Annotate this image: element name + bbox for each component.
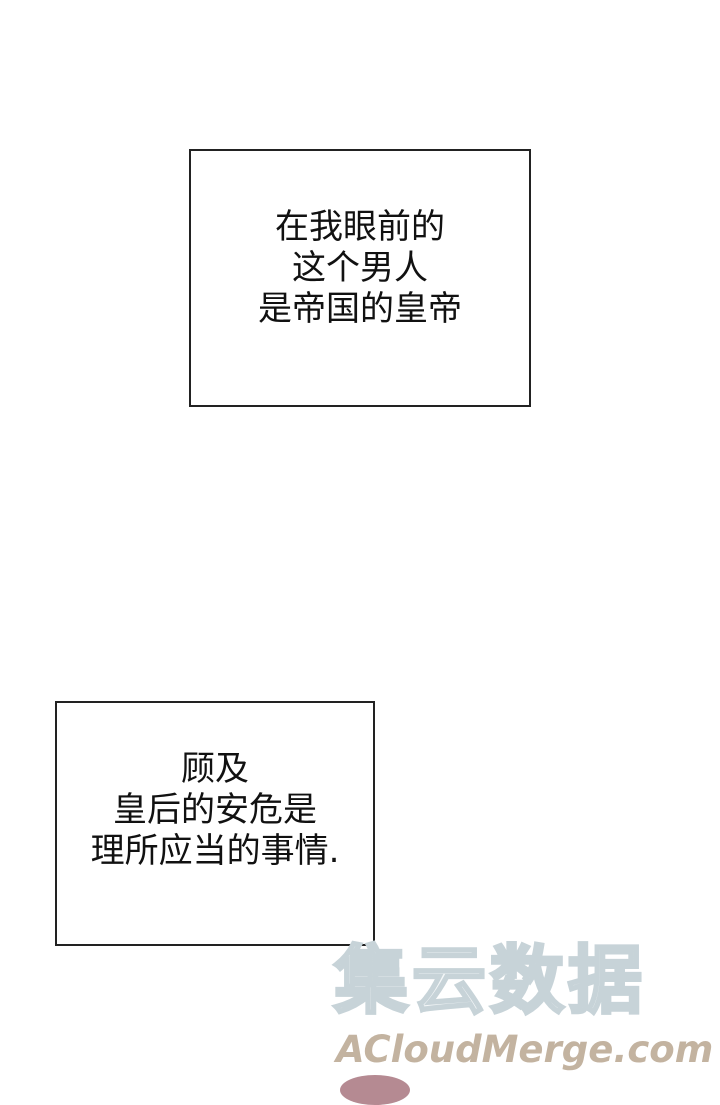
caption-line: 皇后的安危是 <box>113 790 317 830</box>
watermark-english: ACloudMerge.com <box>336 1028 714 1071</box>
caption-line: 顾及 <box>181 749 249 789</box>
caption-line: 这个男人 <box>292 247 428 288</box>
watermark-chinese: 集云数据 <box>333 938 646 1024</box>
artwork-fragment <box>340 1075 410 1105</box>
speech-box-2: 顾及 皇后的安危是 理所应当的事情. <box>55 701 375 946</box>
caption-line: 是帝国的皇帝 <box>258 288 462 329</box>
caption-line: 在我眼前的 <box>275 206 445 247</box>
caption-line: 理所应当的事情. <box>90 831 340 871</box>
speech-box-1: 在我眼前的 这个男人 是帝国的皇帝 <box>189 149 531 407</box>
